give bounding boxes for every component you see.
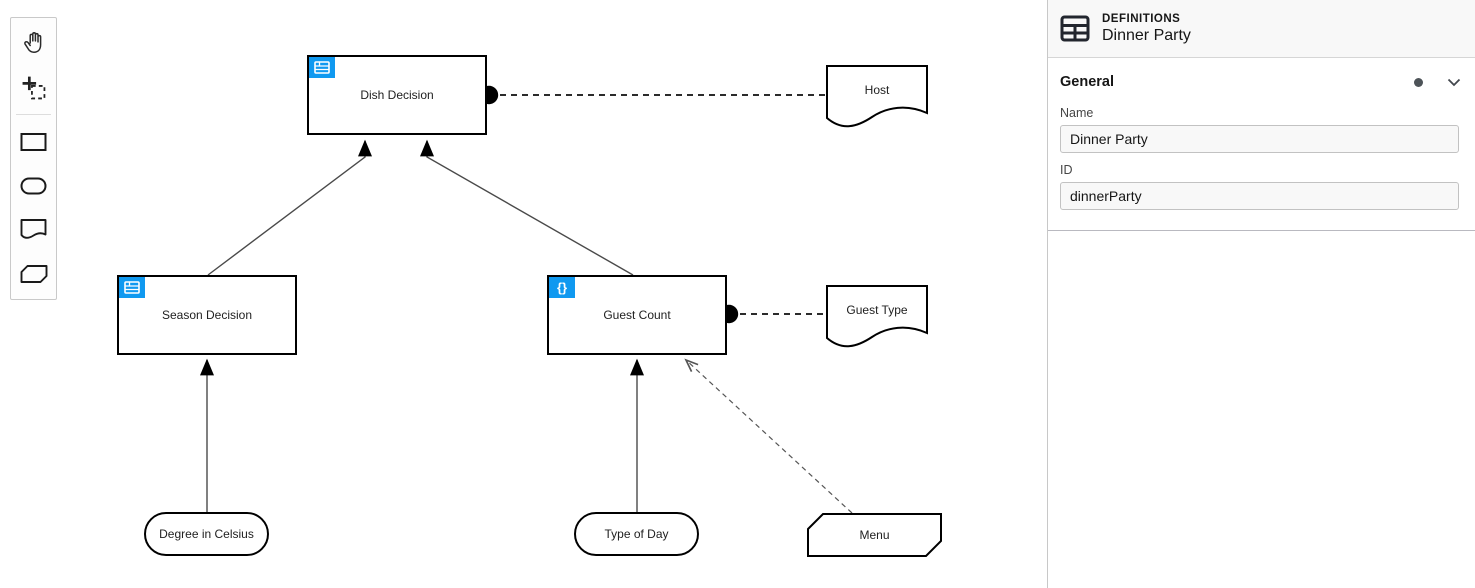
group-title: General <box>1060 74 1114 90</box>
diagram-svg <box>200 65 942 557</box>
field-id: ID <box>1048 163 1475 210</box>
edge-season-decision-to-dish-decision[interactable] <box>207 139 372 276</box>
field-name: Name <box>1048 106 1475 153</box>
decision-table-glyph <box>124 281 140 294</box>
diagram-canvas[interactable]: Dish Decision Season Decision {} Guest C… <box>0 0 1047 588</box>
properties-panel: DEFINITIONS Dinner Party General Name ID <box>1047 0 1475 588</box>
lasso-tool[interactable] <box>11 65 56 109</box>
definitions-header: DEFINITIONS Dinner Party <box>1048 0 1475 58</box>
node-label: Guest Count <box>603 308 671 322</box>
document-wave-icon <box>20 219 47 239</box>
edge-menu-to-guest-count[interactable] <box>684 358 853 514</box>
changes-dot-icon <box>1414 77 1423 87</box>
node-type-of-day[interactable]: Type of Day <box>574 512 699 556</box>
lasso-icon <box>22 76 46 99</box>
definitions-table-icon <box>1060 15 1090 42</box>
node-label: Season Decision <box>161 308 253 322</box>
oval-icon <box>20 177 47 195</box>
definitions-header-text: DEFINITIONS Dinner Party <box>1102 13 1191 45</box>
braces-glyph: {} <box>556 280 568 295</box>
decision-table-glyph <box>314 61 330 74</box>
group-general: General Name ID <box>1048 58 1475 231</box>
palette <box>10 17 57 300</box>
create-business-knowledge-model-tool[interactable] <box>11 252 56 296</box>
create-decision-tool[interactable] <box>11 120 56 164</box>
node-season-decision[interactable]: Season Decision <box>117 275 297 355</box>
definitions-kicker: DEFINITIONS <box>1102 12 1181 25</box>
name-field-label: Name <box>1060 106 1094 120</box>
rectangle-icon <box>20 133 47 151</box>
node-label: Menu <box>859 528 890 542</box>
decision-table-icon[interactable] <box>309 57 335 78</box>
id-input[interactable] <box>1060 182 1459 210</box>
node-guest-type-shape[interactable] <box>826 285 928 348</box>
palette-separator <box>16 114 51 115</box>
clipped-rectangle-icon <box>20 265 47 283</box>
node-guest-type[interactable]: Guest Type <box>827 286 927 334</box>
node-label: Dish Decision <box>360 88 434 102</box>
name-input[interactable] <box>1060 125 1459 153</box>
edge-guest-count-to-dish-decision[interactable] <box>420 139 634 276</box>
create-knowledge-source-tool[interactable] <box>11 208 56 252</box>
decision-table-icon[interactable] <box>119 277 145 298</box>
node-label: Degree in Celsius <box>159 527 254 541</box>
node-label: Guest Type <box>846 303 908 317</box>
node-host-shape[interactable] <box>826 65 928 128</box>
node-dish-decision[interactable]: Dish Decision <box>307 55 487 135</box>
node-menu[interactable]: Menu <box>808 514 941 556</box>
literal-expression-icon[interactable]: {} <box>549 277 575 298</box>
node-label: Type of Day <box>604 527 669 541</box>
create-input-data-tool[interactable] <box>11 164 56 208</box>
node-degree-in-celsius[interactable]: Degree in Celsius <box>144 512 269 556</box>
hand-icon <box>23 32 41 53</box>
id-field-label: ID <box>1060 163 1073 177</box>
node-label: Host <box>864 83 890 97</box>
node-guest-count[interactable]: {} Guest Count <box>547 275 727 355</box>
chevron-down-icon[interactable] <box>1447 78 1461 87</box>
hand-tool[interactable] <box>11 21 56 65</box>
node-host[interactable]: Host <box>827 66 927 114</box>
group-general-header[interactable]: General <box>1048 58 1475 96</box>
node-menu-shape[interactable] <box>807 513 942 557</box>
definitions-title: Dinner Party <box>1102 26 1191 44</box>
